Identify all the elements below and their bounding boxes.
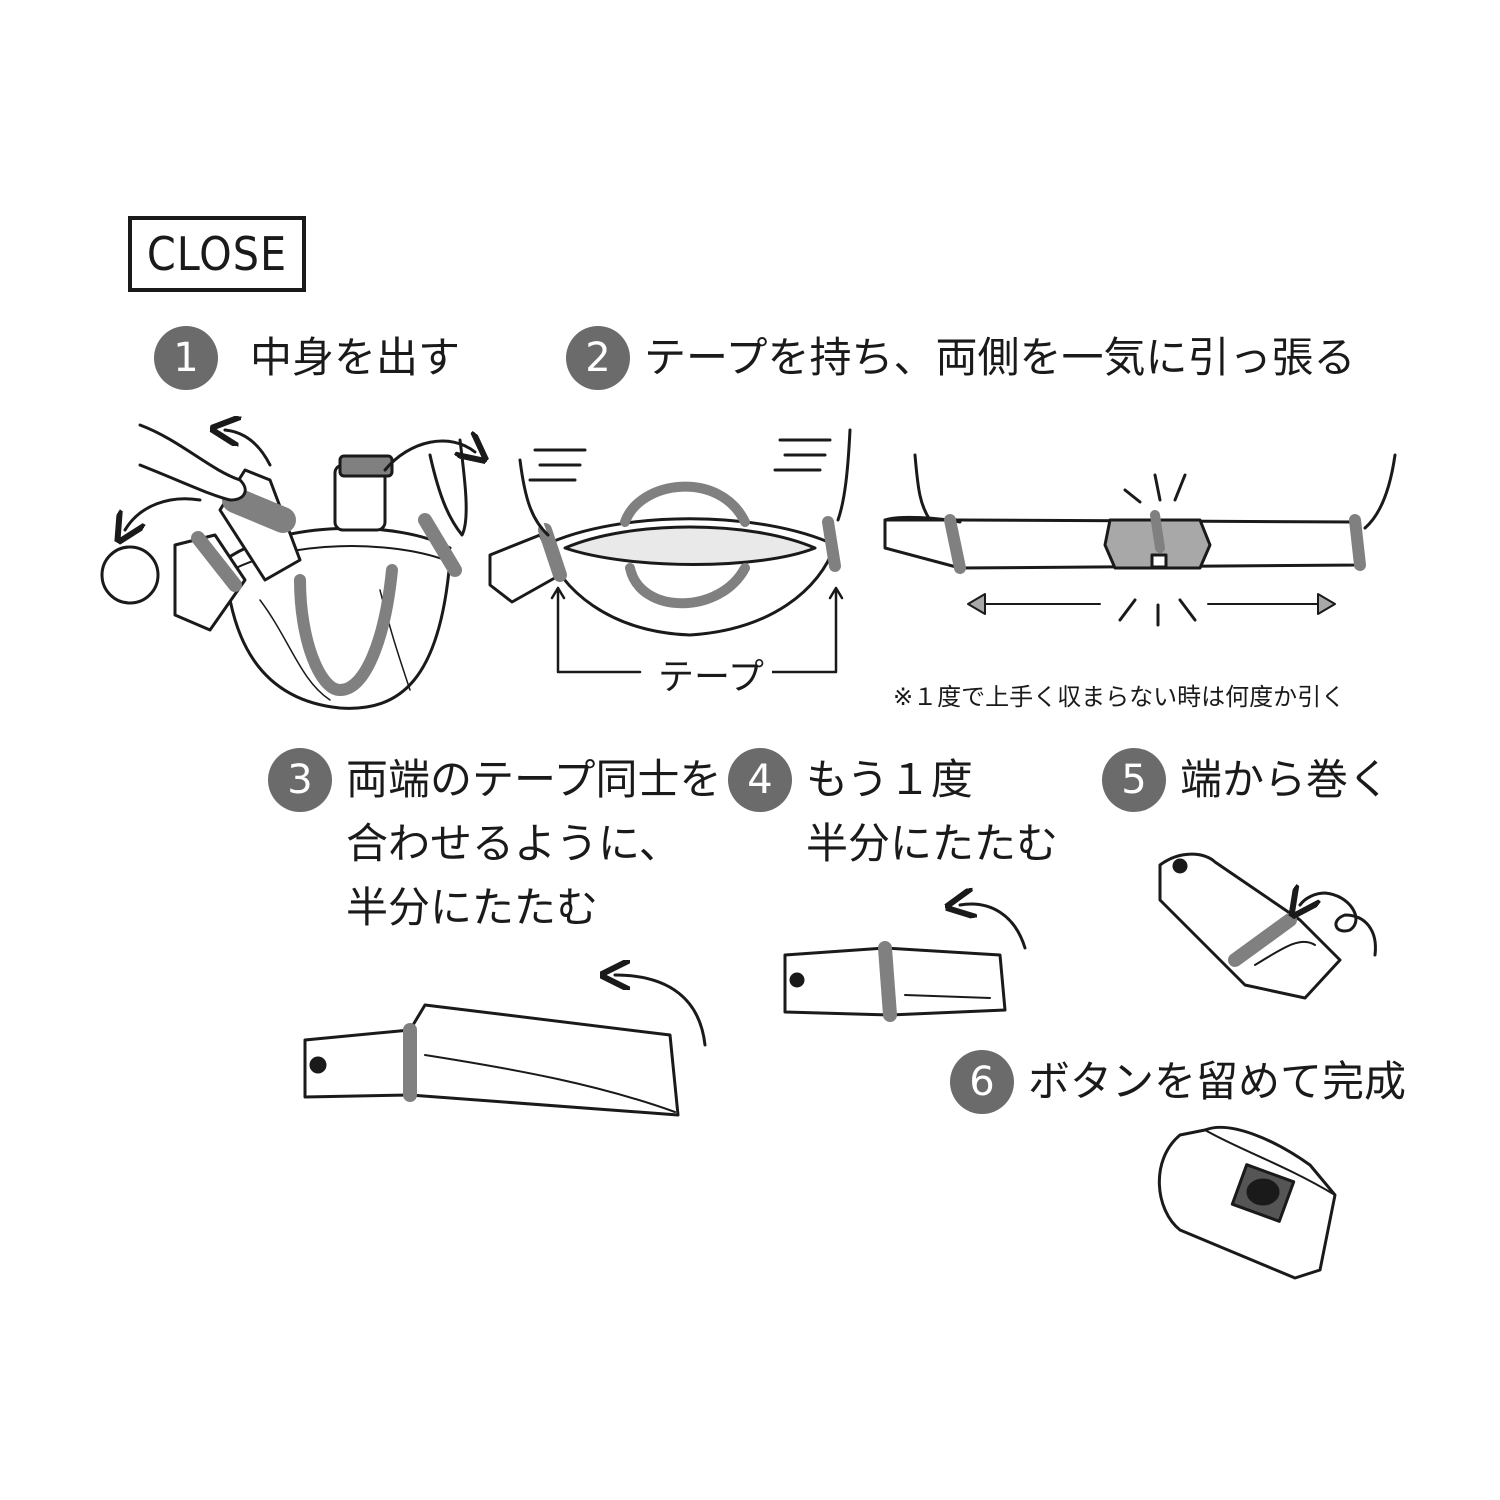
step-number-badge: 2 [566,326,630,390]
step-number-badge: 1 [154,326,218,390]
step-number-badge: 3 [268,748,332,812]
step5-illustration [1158,852,1377,1000]
step-text: テープを持ち、両側を一気に引っ張る [644,333,1356,382]
step-1: 1 中身を出す [154,326,460,390]
step-number-badge: 4 [728,748,792,812]
step4-illustration [783,904,1027,1022]
step-6: 6 ボタンを留めて完成 [950,1050,1406,1114]
step6-illustration [1157,1125,1337,1280]
step-number-badge: 5 [1102,748,1166,812]
step-text: 端から巻く [1180,755,1391,804]
close-heading: CLOSE [128,216,306,292]
tape-label: テープ [650,648,772,700]
retry-note: ※１度で上手く収まらない時は何度か引く [893,683,1346,711]
step-4: 4 もう１度 半分にたたむ [728,748,1058,876]
step-text: 中身を出す [250,333,461,382]
step-5: 5 端から巻く [1102,748,1390,812]
step-text: ボタンを留めて完成 [1028,1057,1407,1106]
step-3: 3 両端のテープ同士を 合わせるように、 半分にたたむ [268,748,721,940]
step-2: 2 テープを持ち、両側を一気に引っ張る [566,326,1355,390]
step2-bag-illustration [488,428,852,674]
step2-pulled-illustration [883,453,1397,627]
step-text: 両端のテープ同士を 合わせるように、 半分にたたむ [346,755,722,932]
step1-illustration [100,425,475,710]
step3-illustration [303,975,707,1117]
step-number-badge: 6 [950,1050,1014,1114]
step-text: もう１度 半分にたたむ [806,755,1059,868]
